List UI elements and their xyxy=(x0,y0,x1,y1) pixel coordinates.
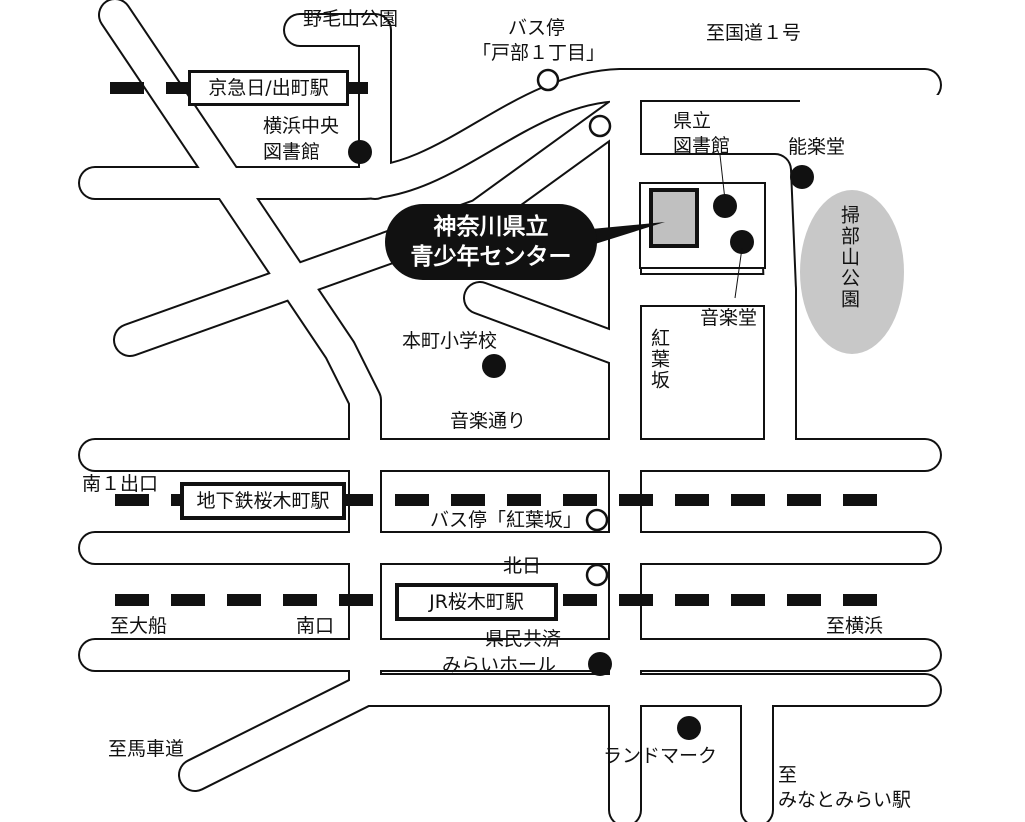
bus-tobe-name: 「戸部１丁目」 xyxy=(472,42,606,64)
to-ofuna-label: 至大船 xyxy=(110,615,168,637)
bus-momijizaka-label: バス停「紅葉坂」 xyxy=(430,509,583,531)
noh-theater-marker xyxy=(790,165,814,189)
youth-center-line1: 神奈川県立 xyxy=(433,214,549,240)
pref-library-marker xyxy=(713,194,737,218)
concert-hall-label: 音楽堂 xyxy=(700,307,758,329)
kamonyama-park-area xyxy=(800,190,904,354)
bus-stop-tobe-icon xyxy=(536,68,560,92)
pref-library-label-2: 図書館 xyxy=(673,135,731,157)
kenmin-hall-label-2: みらいホール xyxy=(442,654,557,676)
bus-stop-icon xyxy=(588,114,612,138)
concert-hall-marker xyxy=(730,230,754,254)
to-route1-label: 至国道１号 xyxy=(706,22,802,44)
leader-line xyxy=(719,154,726,201)
kamonyama-park-label: 掃部山公園 xyxy=(838,205,860,310)
jr-station: JR桜木町駅 xyxy=(395,583,558,621)
bus-stop-momijizaka-icon xyxy=(585,508,609,532)
pref-library-label-1: 県立 xyxy=(673,110,712,132)
yokohama-library-label-2: 図書館 xyxy=(263,141,321,163)
yokohama-library-label-1: 横浜中央 xyxy=(263,115,340,137)
youth-center-building xyxy=(649,188,699,248)
ongaku-dori-label: 音楽通り xyxy=(450,410,527,432)
to-minatomirai-label-1: 至 xyxy=(778,764,798,786)
open-area xyxy=(800,95,1000,125)
youth-center-callout: 神奈川県立 青少年センター xyxy=(385,204,597,280)
south-exit-1-label: 南１出口 xyxy=(82,473,159,495)
leader-line xyxy=(734,247,743,299)
kenmin-hall-marker xyxy=(588,652,612,676)
yokohama-library-marker xyxy=(348,140,372,164)
landmark-label: ランドマーク xyxy=(603,745,718,767)
bus-tobe-label: バス停 xyxy=(508,17,566,39)
noh-theater-label: 能楽堂 xyxy=(788,136,846,158)
honcho-school-label: 本町小学校 xyxy=(402,330,498,352)
south-exit-label: 南口 xyxy=(296,615,335,637)
youth-center-line2: 青少年センター xyxy=(410,244,572,270)
noge-park-label: 野毛山公園 xyxy=(303,8,399,30)
subway-station: 地下鉄桜木町駅 xyxy=(180,482,346,520)
kenmin-hall-label-1: 県民共済 xyxy=(485,628,562,650)
school-marker xyxy=(482,354,506,378)
to-minatomirai-label-2: みなとみらい駅 xyxy=(778,789,912,811)
landmark-marker xyxy=(677,716,701,740)
north-exit-icon xyxy=(585,563,609,587)
momijizaka-label: 紅葉坂 xyxy=(648,328,670,391)
north-exit-label: 北日 xyxy=(503,555,542,577)
to-yokohama-label: 至横浜 xyxy=(826,615,884,637)
keikyu-station: 京急日/出町駅 xyxy=(188,70,349,106)
to-bashamichi-label: 至馬車道 xyxy=(108,738,185,760)
